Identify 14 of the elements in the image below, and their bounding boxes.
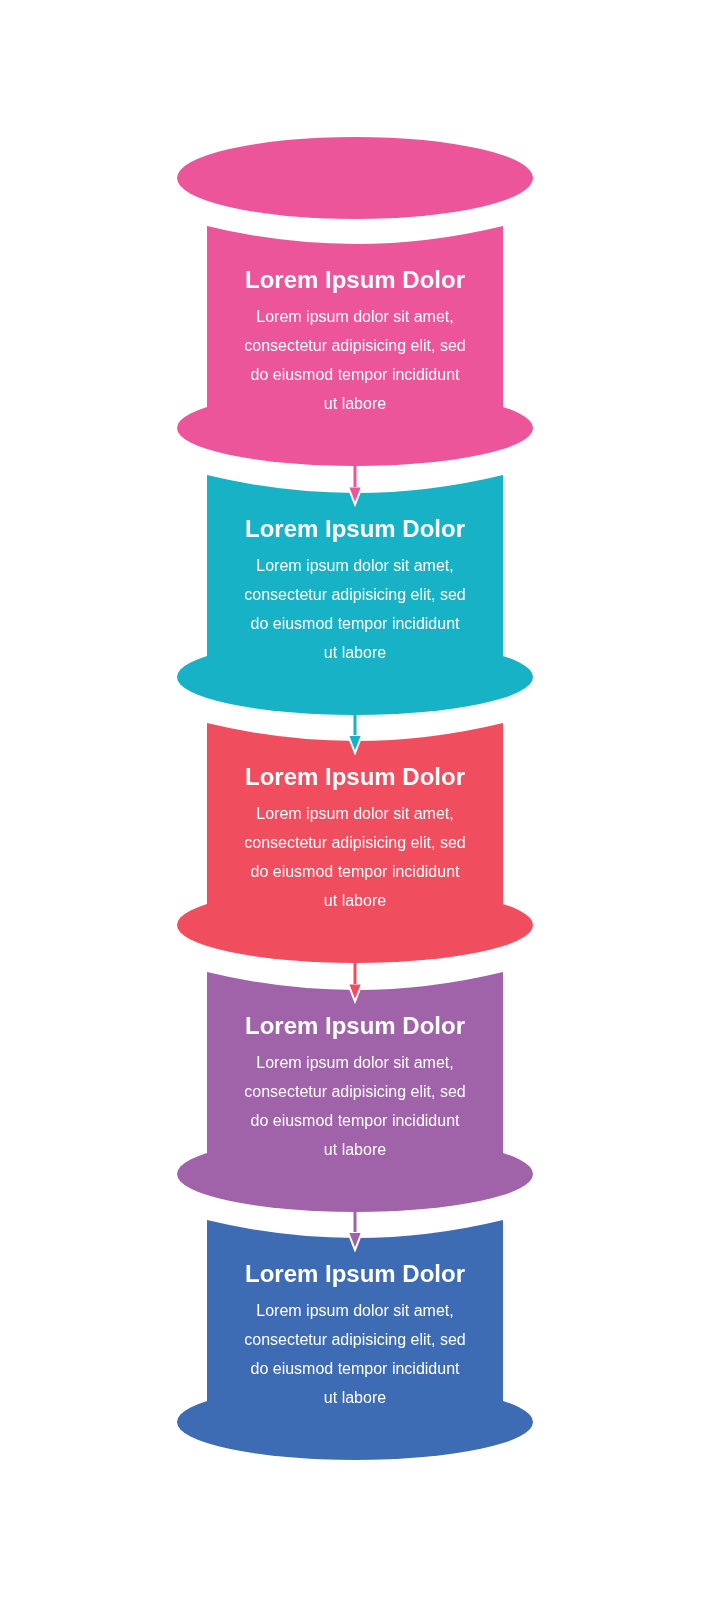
description: Lorem ipsum dolor sit amet, consectetur adipisicing elit, sed do eiusmod tempor incididunt ut labore [244, 307, 466, 414]
description: Lorem ipsum dolor sit amet, consectetur adipisicing elit, sed do eiusmod tempor incididunt ut labore [244, 1301, 466, 1408]
arrow [347, 464, 363, 506]
heading: Lorem Ipsum Dolor [245, 266, 465, 294]
description: Lorem ipsum dolor sit amet, consectetur adipisicing elit, sed do eiusmod tempor incididunt ut labore [244, 555, 466, 663]
description: Lorem ipsum dolor sit amet, consectetur adipisicing elit, sed do eiusmod tempor incididunt ut labore [244, 1052, 466, 1160]
heading: Lorem Ipsum Dolor [245, 1260, 465, 1288]
arrow [347, 961, 363, 1003]
description: Lorem ipsum dolor sit amet, consectetur adipisicing elit, sed do eiusmod tempor incididunt ut labore [244, 804, 466, 911]
heading: Lorem Ipsum Dolor [245, 514, 465, 543]
arrow [347, 1209, 363, 1251]
heading: Lorem Ipsum Dolor [245, 763, 465, 791]
heading: Lorem Ipsum Dolor [245, 1011, 465, 1040]
arrow [347, 712, 363, 754]
